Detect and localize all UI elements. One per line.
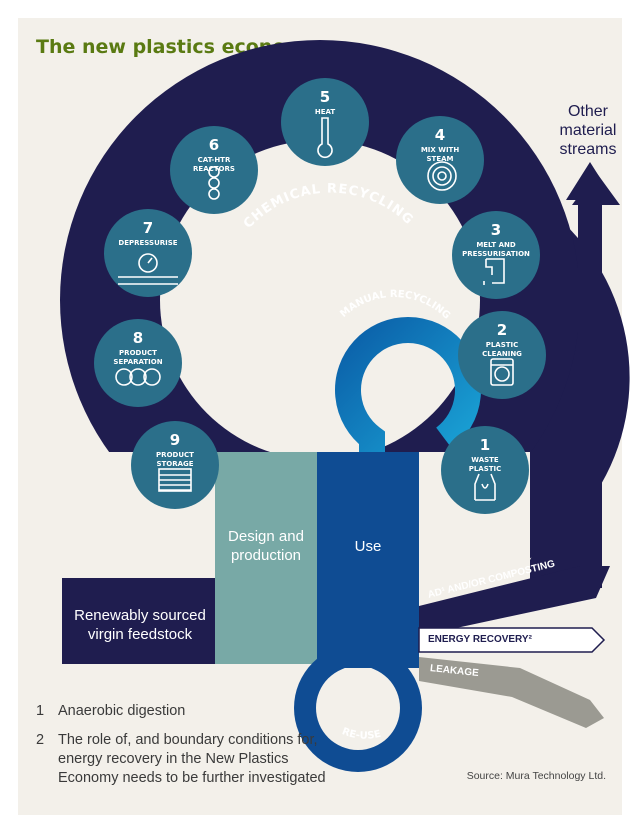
other-streams-label: Other material streams [559,103,617,158]
footnote-text: Anaerobic digestion [58,703,186,719]
step-label: REACTORS [193,165,235,173]
step-number: 1 [480,436,490,454]
step-label: PRODUCT [119,349,157,357]
step-label: PLASTIC [469,465,502,473]
swirl-icon [427,161,457,191]
footnote-1: 1 Anaerobic digestion [36,702,336,722]
footnote-2: 2 The role of, and boundary conditions f… [36,731,346,811]
reuse-stem [317,640,419,668]
step-label: CAT-HTR [198,156,231,164]
step-number: 4 [435,126,445,144]
washing-machine-icon [490,358,514,386]
step-circle [458,311,546,399]
use-block [317,452,419,664]
reactor-icon [208,166,220,200]
thermometer-icon [317,117,333,159]
design-production-block [215,452,317,664]
design-production-label: Design and production [228,528,304,564]
step-number: 7 [143,219,153,237]
step-number: 9 [170,431,180,449]
step-circle [441,426,529,514]
step-circle [281,78,369,166]
step-circle [452,211,540,299]
step-label: CLEANING [482,350,522,358]
step-number: 5 [320,88,330,106]
plastic-bag-icon [474,473,496,501]
step-label: DEPRESSURISE [118,239,177,247]
step-number: 3 [491,221,501,239]
energy-recovery-arrow [418,627,606,653]
step-number: 2 [497,321,507,339]
step-label: STEAM [427,155,454,163]
step-label: MELT AND [476,241,516,249]
step-circle [396,116,484,204]
step-number: 6 [209,136,219,154]
step-label: PRODUCT [156,451,194,459]
leakage-arrow [419,657,604,728]
step-label: HEAT [315,108,336,116]
footnote-number: 1 [36,703,45,719]
ad-composting-arrow [419,566,610,636]
step-circle [94,319,182,407]
pressure-gauge-icon [118,253,178,285]
step-label: PRESSURISATION [462,250,530,258]
melter-icon [483,258,505,285]
step-label: MIX WITH [421,146,460,154]
step-label: PLASTIC [486,341,519,349]
step-circle [104,209,192,297]
step-label: STORAGE [156,460,193,468]
energy-recovery-label: ENERGY RECOVERY² [428,634,532,645]
other-streams-arrow [530,162,614,588]
separation-tanks-icon [115,368,161,386]
source-credit: Source: Mura Technology Ltd. [466,770,606,782]
storage-tank-icon [158,468,192,492]
step-number: 8 [133,329,143,347]
feedstock-block [62,578,216,664]
manual-recycling-loop [335,317,481,452]
step-label: SEPARATION [113,358,162,366]
footnote-text: The role of, and boundary conditions for… [58,732,326,786]
feedstock-label: Renewably sourced virgin feedstock [74,607,206,643]
footnote-number: 2 [36,732,45,748]
reuse-loop-hole [316,666,400,750]
step-circle [131,421,219,509]
use-label: Use [354,538,382,555]
step-circle [170,126,258,214]
inner-hole [160,140,480,460]
step-label: WASTE [471,456,499,464]
